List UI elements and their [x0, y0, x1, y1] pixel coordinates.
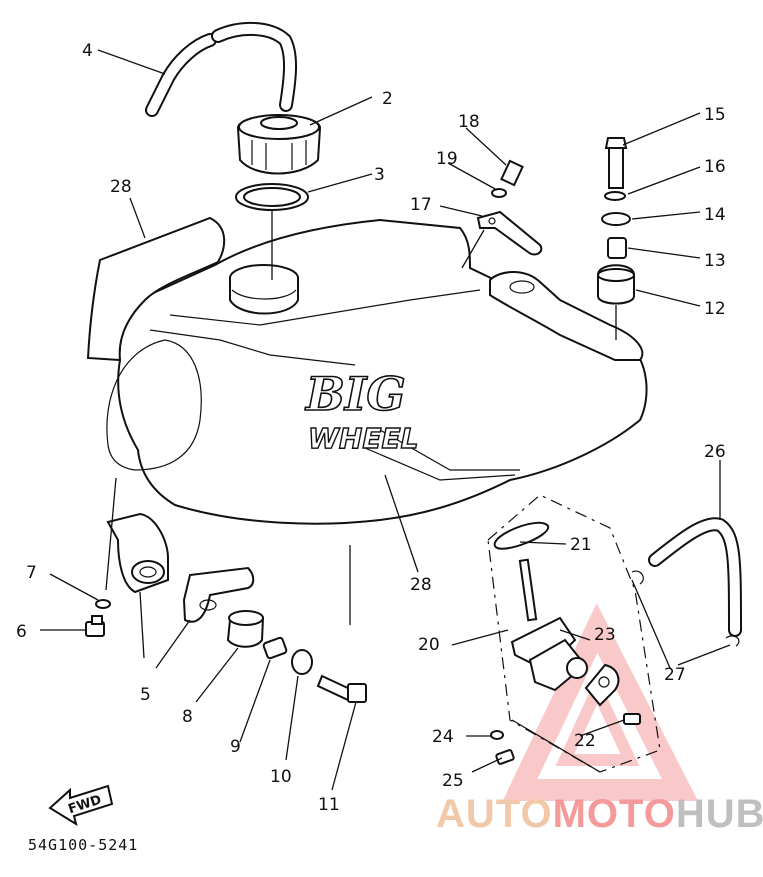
callout-3: 3: [374, 165, 385, 185]
fuel-cap-part: [236, 114, 322, 175]
callout-13: 13: [704, 251, 726, 271]
breather-hose-part: [145, 21, 298, 117]
fuel-hose-part: [631, 517, 742, 647]
watermark-part2: MOTO: [552, 792, 676, 836]
callout-28-decal: 28: [110, 177, 132, 197]
callout-25: 25: [442, 771, 464, 791]
bracket-bolt-part: [476, 159, 543, 256]
callout-5: 5: [140, 685, 151, 705]
side-decal-part: [86, 216, 226, 362]
callout-27: 27: [664, 665, 686, 685]
watermark-part1: AUTO: [436, 792, 553, 836]
callout-4: 4: [82, 41, 93, 61]
callout-2: 2: [382, 89, 393, 109]
callout-23: 23: [594, 625, 616, 645]
callout-10: 10: [270, 767, 292, 787]
callout-12: 12: [704, 299, 726, 319]
callout-7: 7: [26, 563, 37, 583]
callout-16: 16: [704, 157, 726, 177]
fuel-cock-assembly: [487, 494, 661, 773]
front-bracket-part: [106, 512, 255, 623]
callout-20: 20: [418, 635, 440, 655]
leader-lines: [40, 49, 731, 791]
part-code: 54G100-5241: [28, 836, 139, 854]
watermark-triangle-icon: [502, 603, 698, 801]
rear-mount-stack-part: [597, 137, 635, 305]
callout-26: 26: [704, 442, 726, 462]
callout-19: 19: [436, 149, 458, 169]
callout-22: 22: [574, 731, 596, 751]
callout-numbers: 2 3 4 5 6 7 8 9 10 11 12 13 14 15 16 17 …: [16, 41, 726, 815]
callout-8: 8: [182, 707, 193, 727]
tank-logo-big: BIG: [304, 367, 406, 421]
callout-9: 9: [230, 737, 241, 757]
callout-28-tank: 28: [410, 575, 432, 595]
callout-24: 24: [432, 727, 454, 747]
callout-15: 15: [704, 105, 726, 125]
cap-gasket-part: [235, 183, 309, 211]
bolt-washer-part: [85, 599, 111, 637]
watermark-part3: HUB: [675, 792, 763, 836]
callout-18: 18: [458, 112, 480, 132]
watermark-logo: AUTOMOTOHUB: [436, 792, 763, 837]
forward-arrow-icon: FWD: [48, 784, 114, 827]
callout-14: 14: [704, 205, 726, 225]
fwd-label: FWD: [66, 792, 103, 817]
fuel-tank: BIG WHEEL: [106, 218, 648, 525]
callout-21: 21: [570, 535, 592, 555]
callout-11: 11: [318, 795, 340, 815]
callout-17: 17: [410, 195, 432, 215]
damper-collar-washer-part: [226, 610, 367, 703]
callout-6: 6: [16, 622, 27, 642]
tank-logo-wheel: WHEEL: [308, 422, 418, 455]
